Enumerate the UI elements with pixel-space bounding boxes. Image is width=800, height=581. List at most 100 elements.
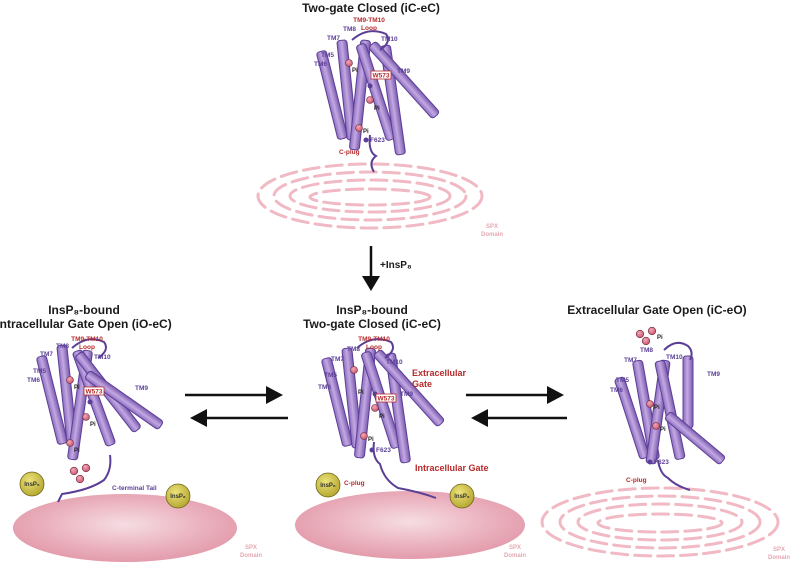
spx-domain-membrane [13, 494, 237, 562]
f623-dot [363, 137, 369, 143]
tm9-label: TM9 [707, 371, 720, 378]
pi-ball [647, 326, 657, 336]
panel-top: Two-gate Closed (iC-eC) SPX Domain TM9- [256, 1, 503, 238]
insp8-ligand [165, 483, 191, 509]
spx-label: SPX [509, 545, 521, 551]
tm5-label: TM5 [321, 52, 334, 59]
spx-label: SPX [773, 547, 785, 553]
pi-label: Pi [654, 405, 660, 411]
pi-ball [366, 96, 374, 104]
panel-left-title-1: InsP₈-bound [48, 303, 120, 317]
f623-dot [369, 447, 375, 453]
insp8-ligand [19, 471, 45, 497]
pi-ball [350, 366, 358, 374]
tm6-label: TM6 [27, 377, 40, 384]
c-terminal-tail-path [57, 454, 112, 503]
pi-label: Pi [657, 335, 663, 341]
spx-domain-dashed-ring [256, 162, 484, 230]
w573-dot [367, 83, 373, 89]
spx-label-domain: Domain [768, 555, 790, 561]
pi-ball [345, 59, 353, 67]
f623-dot [647, 459, 653, 465]
pi-ball [66, 439, 74, 447]
pi-label: Pi [374, 106, 380, 112]
panel-middle: InsP₈-bound Two-gate Closed (iC-eC) SPX … [295, 303, 526, 559]
tm10-label: TM10 [666, 354, 683, 361]
extracellular-gate-label: Extracellular [412, 368, 467, 378]
tm6-label: TM6 [610, 387, 623, 394]
c-terminal-tail-label: C-terminal Tail [112, 485, 157, 492]
pi-label: Pi [74, 448, 80, 454]
w573-label: W573 [86, 389, 103, 396]
tm5-label: TM5 [616, 377, 629, 384]
panel-middle-title-1: InsP₈-bound [336, 303, 408, 317]
pi-label: Pi [74, 385, 80, 391]
tm8-label: TM8 [343, 26, 356, 33]
tm7-label: TM7 [40, 351, 53, 358]
insp8-label: InsP₈ [320, 483, 336, 489]
loop-path [71, 338, 107, 359]
loop-path [663, 341, 693, 361]
pi-ball [82, 413, 90, 421]
pi-label: Pi [363, 129, 369, 135]
loop-label-2: Loop [366, 344, 382, 351]
panel-right: Extracellular Gate Open (iC-eO) SPX Doma… [540, 303, 790, 561]
insp8-label: InsP₈ [24, 482, 40, 488]
tm9-label: TM9 [397, 68, 410, 75]
pi-ball [81, 463, 91, 473]
pi-ball [69, 466, 79, 476]
c-plug-path [372, 441, 437, 499]
panel-right-title: Extracellular Gate Open (iC-eO) [567, 303, 746, 317]
tm5-label: TM5 [324, 372, 337, 379]
tm10-label: TM10 [94, 354, 111, 361]
tm8-label: TM8 [347, 346, 360, 353]
insp8-ligand [449, 483, 475, 509]
tm7-label: TM7 [327, 35, 340, 42]
c-plug-label: C-plug [344, 480, 365, 487]
spx-label-domain: Domain [504, 553, 526, 559]
pi-label: Pi [379, 414, 385, 420]
w573-label: W573 [373, 73, 390, 80]
tm10-label: TM10 [381, 36, 398, 43]
f623-label: F623 [654, 459, 669, 466]
loop-label-2: Loop [79, 344, 95, 351]
panel-middle-title-2: Two-gate Closed (iC-eC) [303, 317, 441, 331]
w573-label: W573 [378, 396, 395, 403]
panel-top-title: Two-gate Closed (iC-eC) [302, 1, 440, 15]
helix-bundle [36, 344, 164, 461]
tm7-label: TM7 [624, 357, 637, 364]
w573-box [83, 386, 105, 396]
spx-domain-dashed-ring [540, 486, 780, 558]
equilibrium-arrows-right [466, 386, 567, 427]
extracellular-gate-label-2: Gate [412, 379, 432, 389]
loop-path [356, 338, 394, 359]
w573-dot [87, 399, 93, 405]
w573-box [370, 70, 392, 80]
helix-bundle [321, 347, 445, 464]
c-plug-label: C-plug [339, 149, 360, 156]
pi-label: Pi [368, 437, 374, 443]
c-plug-path [368, 134, 378, 173]
pi-label: Pi [358, 390, 364, 396]
spx-label: SPX [245, 545, 257, 551]
insp8-arrow: +InsP₈ [362, 246, 412, 291]
spx-label-domain: Domain [240, 553, 262, 559]
insp8-label: InsP₈ [170, 494, 186, 500]
loop-label: TM9-TM10 [71, 336, 103, 343]
pi-ball [641, 336, 651, 346]
tm8-label: TM8 [640, 347, 653, 354]
w573-box [375, 393, 397, 403]
intracellular-gate-label: Intracellular Gate [415, 463, 489, 473]
pi-label: Pi [352, 68, 358, 74]
loop-label: TM9-TM10 [358, 336, 390, 343]
pi-ball [360, 432, 368, 440]
insp8-label: InsP₈ [454, 494, 470, 500]
tm9-label: TM9 [400, 391, 413, 398]
equilibrium-arrows-left [185, 386, 288, 427]
spx-domain-membrane [295, 491, 525, 559]
pi-label: Pi [660, 427, 666, 433]
tm10-label: TM10 [386, 359, 403, 366]
pi-ball [75, 474, 85, 484]
pi-ball [66, 376, 74, 384]
